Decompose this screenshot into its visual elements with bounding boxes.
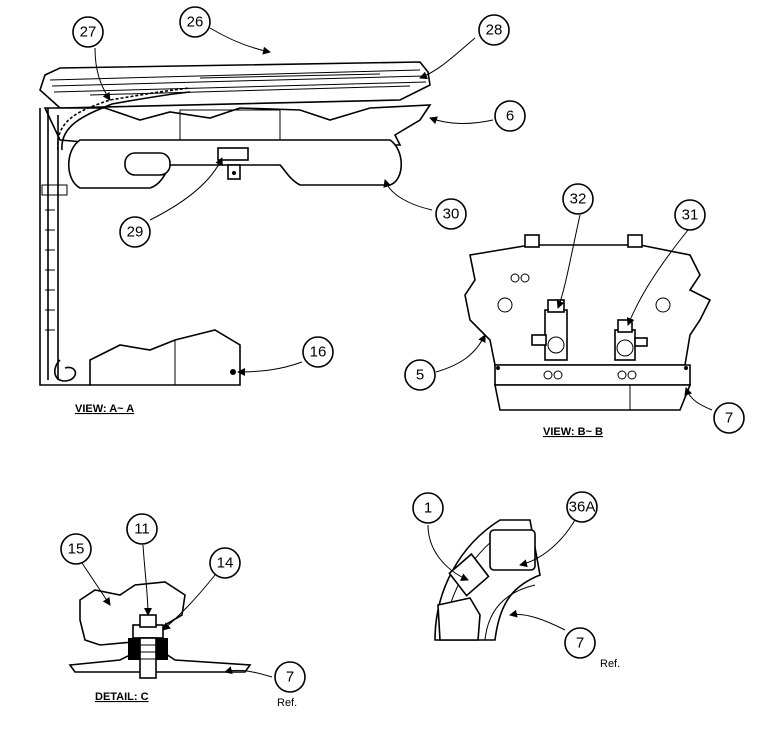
svg-text:11: 11 (134, 521, 150, 538)
detail-c-label: DETAIL: C (95, 691, 149, 703)
svg-text:7: 7 (725, 410, 733, 427)
view-b-drawing (464, 234, 712, 411)
view-b-label: VIEW: B~ B (543, 426, 603, 438)
callout-28: 28 (478, 14, 510, 46)
svg-text:7: 7 (576, 635, 584, 652)
ref-label-detail-c: Ref. (277, 697, 297, 709)
callout-15: 15 (60, 533, 92, 565)
svg-text:7: 7 (286, 669, 294, 686)
callout-11: 11 (126, 513, 158, 545)
callout-1: 1 (412, 492, 444, 524)
callout-31: 31 (674, 199, 706, 231)
svg-text:36A: 36A (569, 499, 596, 516)
callout-7-view-b: 7 (713, 402, 745, 434)
callout-26: 26 (179, 6, 211, 38)
callout-7-detail-c: 7 (274, 661, 306, 693)
ref-label-curved: Ref. (600, 658, 620, 670)
svg-text:1: 1 (424, 500, 432, 517)
svg-text:6: 6 (506, 108, 514, 125)
svg-text:28: 28 (486, 22, 503, 39)
svg-text:14: 14 (217, 555, 234, 572)
callout-32: 32 (562, 183, 594, 215)
callout-27: 27 (72, 16, 104, 48)
svg-text:16: 16 (310, 344, 327, 361)
view-a-label: VIEW: A~ A (75, 403, 134, 415)
callout-5: 5 (404, 359, 436, 391)
callout-16: 16 (302, 336, 334, 368)
callout-29: 29 (119, 216, 151, 248)
svg-text:29: 29 (127, 224, 144, 241)
svg-text:27: 27 (80, 24, 97, 41)
svg-text:26: 26 (187, 14, 204, 31)
callout-6: 6 (494, 100, 526, 132)
svg-text:5: 5 (416, 367, 424, 384)
callout-14: 14 (209, 547, 241, 579)
detail-c-drawing (68, 581, 252, 679)
leader-lines (79, 27, 713, 678)
svg-text:30: 30 (443, 206, 460, 223)
curved-part-drawing (434, 519, 541, 641)
svg-text:31: 31 (682, 207, 699, 224)
callout-36a: 36A (566, 491, 598, 523)
callout-7-curved: 7 (564, 627, 596, 659)
callout-30: 30 (435, 198, 467, 230)
svg-text:15: 15 (68, 541, 85, 558)
view-a-drawing (39, 61, 432, 386)
svg-text:32: 32 (570, 191, 587, 208)
